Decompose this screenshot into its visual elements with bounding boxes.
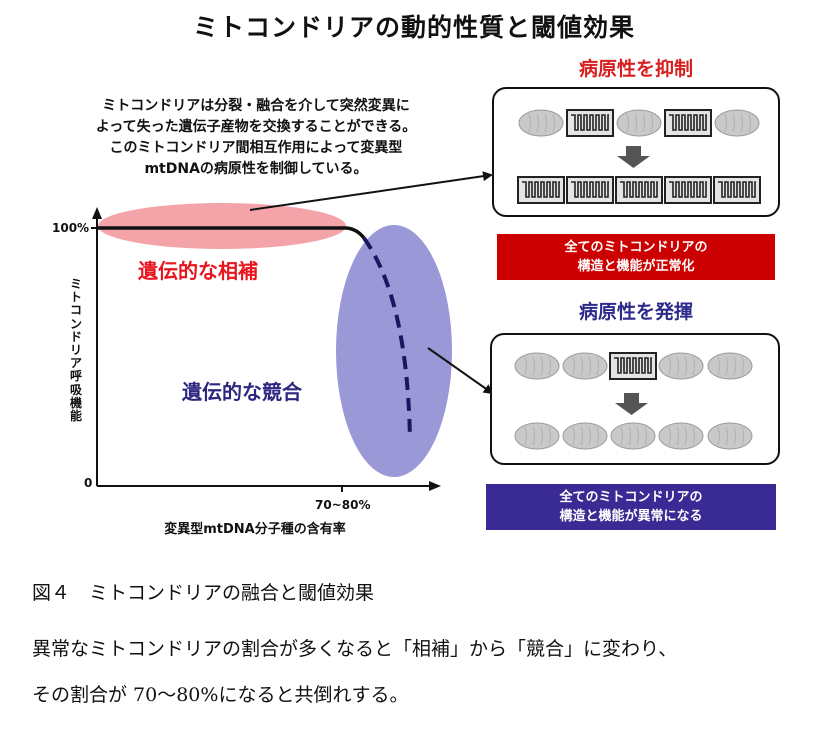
mutant-mitochondrion-icon xyxy=(664,109,712,137)
healthy-mitochondrion-icon xyxy=(616,109,662,137)
intro-line: mtDNAの病原性を制御している。 xyxy=(144,161,368,177)
figure-caption: 図４ ミトコンドリアの融合と閾値効果 xyxy=(32,582,375,604)
healthy-mitochondrion-icon xyxy=(707,352,753,380)
banner-line: 構造と機能が正常化 xyxy=(577,259,695,274)
normal-banner: 全てのミトコンドリアの 構造と機能が正常化 xyxy=(497,234,775,280)
healthy-mitochondrion-icon xyxy=(658,422,704,450)
down-arrow-icon xyxy=(617,146,650,168)
suppress-title: 病原性を抑制 xyxy=(578,58,693,80)
mutant-mitochondrion-icon xyxy=(566,176,614,204)
healthy-mitochondrion-icon xyxy=(658,352,704,380)
manifest-title: 病原性を発揮 xyxy=(578,301,693,323)
mutant-mitochondrion-icon xyxy=(713,176,761,204)
mutant-mitochondrion-icon xyxy=(609,352,657,380)
suppress-row-before xyxy=(518,109,760,137)
intro-text: ミトコンドリアは分裂・融合を介して突然変異に よって失った遺伝子産物を交換するこ… xyxy=(56,96,456,180)
y-tick-0: 0 xyxy=(84,476,93,490)
intro-line: よって失った遺伝子産物を交換することができる。 xyxy=(95,119,417,135)
mutant-mitochondrion-icon xyxy=(566,109,614,137)
y-tick-100: 100% xyxy=(52,221,90,235)
mutant-mitochondrion-icon xyxy=(664,176,712,204)
x-tick-threshold: 70~80% xyxy=(315,498,371,512)
arrow-to-suppress-panel xyxy=(249,171,493,211)
manifest-row-before xyxy=(514,352,753,380)
competition-ellipse xyxy=(336,225,452,477)
diagram-graphics xyxy=(91,87,780,492)
healthy-mitochondrion-icon xyxy=(562,422,608,450)
suppress-row-after xyxy=(517,176,761,204)
arrow-to-manifest-panel xyxy=(427,347,494,395)
mutant-mitochondrion-icon xyxy=(615,176,663,204)
graph-axes xyxy=(91,207,441,492)
healthy-mitochondrion-icon xyxy=(518,109,564,137)
healthy-mitochondrion-icon xyxy=(707,422,753,450)
competition-label: 遺伝的な競合 xyxy=(182,380,302,404)
healthy-mitochondrion-icon xyxy=(514,352,560,380)
y-axis-label: ミトコンドリア呼吸機能 xyxy=(69,277,82,424)
mutant-mitochondrion-icon xyxy=(517,176,565,204)
banner-line: 構造と機能が異常になる xyxy=(559,509,703,524)
x-axis-label: 変異型mtDNA分子種の含有率 xyxy=(164,522,346,537)
healthy-mitochondrion-icon xyxy=(714,109,760,137)
complement-ellipse xyxy=(98,203,346,249)
complement-label: 遺伝的な相補 xyxy=(138,259,258,283)
intro-line: ミトコンドリアは分裂・融合を介して突然変異に xyxy=(102,98,410,114)
healthy-mitochondrion-icon xyxy=(562,352,608,380)
page-title: ミトコンドリアの動的性質と閾値効果 xyxy=(192,13,635,42)
intro-line: このミトコンドリア間相互作用によって変異型 xyxy=(109,140,403,156)
manifest-row-after xyxy=(514,422,753,450)
healthy-mitochondrion-icon xyxy=(610,422,656,450)
down-arrow-icon xyxy=(615,393,648,415)
caption-body-line: 異常なミトコンドリアの割合が多くなると「相補」から「競合」に変わり、 xyxy=(32,638,678,660)
banner-line: 全てのミトコンドリアの xyxy=(559,490,703,505)
healthy-mitochondrion-icon xyxy=(514,422,560,450)
respiration-curve xyxy=(97,226,412,441)
abnormal-banner: 全てのミトコンドリアの 構造と機能が異常になる xyxy=(486,484,776,530)
banner-line: 全てのミトコンドリアの xyxy=(564,240,708,255)
caption-body-line: その割合が 70～80%になると共倒れする。 xyxy=(32,684,409,706)
